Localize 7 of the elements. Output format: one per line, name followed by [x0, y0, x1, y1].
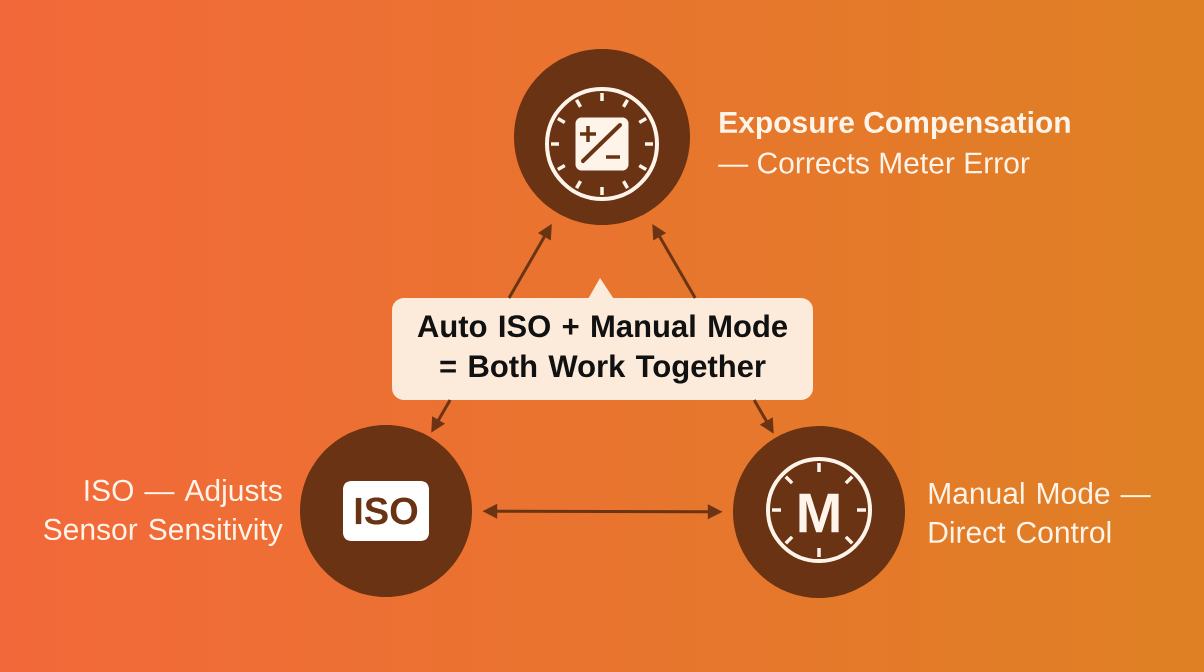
description-text: — Corrects Meter Error [718, 152, 1030, 174]
description-text: ISO — Adjusts Sensor Sensitivity [44, 479, 283, 546]
label-badge: ISO [343, 481, 429, 541]
letter: M [799, 493, 839, 533]
callout-box: Auto ISO + Manual Mode = Both Work Together [392, 278, 813, 400]
heading: Exposure Compensation [720, 111, 1070, 139]
description-text: Manual Mode — Direct Control [929, 482, 1151, 544]
